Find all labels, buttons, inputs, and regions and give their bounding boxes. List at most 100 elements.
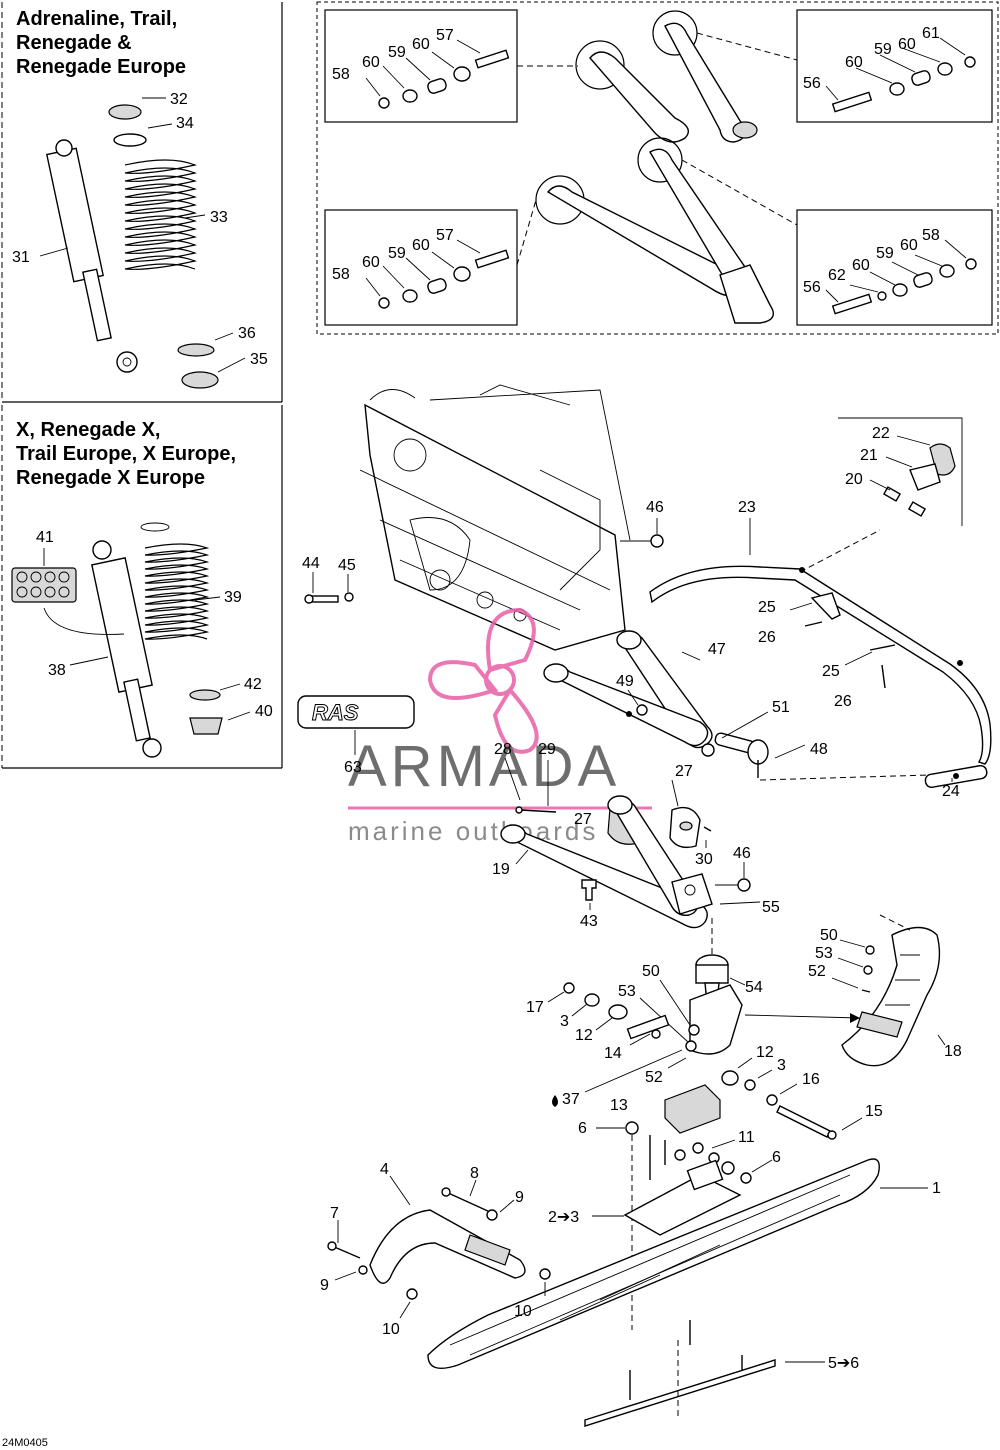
callout-1: 1 (932, 1180, 941, 1197)
clamp-21 (909, 463, 941, 491)
callout-box3-58: 58 (332, 266, 350, 283)
washer-9-lower (358, 1265, 368, 1275)
callout-6-left: 6 (578, 1120, 587, 1137)
callout-52-right: 52 (808, 963, 826, 980)
ski-1 (427, 1158, 880, 1369)
screws-20 (882, 486, 927, 517)
sway-bar-bushing-24 (924, 764, 988, 789)
nut-46-upper (650, 534, 664, 548)
callout-34: 34 (176, 115, 194, 132)
decal-63: RAS (297, 695, 415, 729)
callout-50-right: 50 (820, 927, 838, 944)
callout-box4-60b: 60 (900, 237, 918, 254)
bolt-8 (441, 1187, 491, 1213)
spring-33 (124, 159, 198, 270)
callout-42: 42 (244, 676, 262, 693)
nut-50-left (688, 1024, 700, 1036)
bushing-set-box-2 (831, 56, 976, 113)
header-top-line-1: Adrenaline, Trail, (16, 8, 177, 30)
bushing-set-box-4 (831, 258, 977, 315)
callout-4: 4 (380, 1161, 389, 1178)
spring-cup-35 (181, 371, 219, 389)
detail-box-3 (324, 209, 518, 326)
detail-box-1 (324, 9, 518, 123)
callout-38: 38 (48, 662, 66, 679)
callout-46-lower: 46 (733, 845, 751, 862)
callout-46-upper: 46 (646, 499, 664, 516)
shock-absorber-38 (91, 540, 162, 758)
callout-box1-60a: 60 (362, 54, 380, 71)
callout-box2-60b: 60 (898, 36, 916, 53)
upper-a-arm-47 (543, 630, 713, 749)
callout-25-upper: 25 (758, 599, 776, 616)
callout-26-upper: 26 (758, 629, 776, 646)
callout-12-left: 12 (575, 1027, 593, 1044)
callout-18: 18 (944, 1043, 962, 1060)
upper-arm-detail-frame (316, 1, 999, 335)
bushings-right (721, 1070, 837, 1140)
callout-7: 7 (330, 1205, 339, 1222)
a-arm-detail-lower (535, 137, 774, 324)
callout-box2-60a: 60 (845, 54, 863, 71)
nut-10-right (539, 1268, 551, 1280)
callout-63: 63 (344, 759, 362, 776)
bushings-left (563, 982, 670, 1040)
callout-35: 35 (250, 351, 268, 368)
callout-14: 14 (604, 1045, 622, 1062)
callout-box4-60a: 60 (852, 257, 870, 274)
callout-box4-56: 56 (803, 279, 821, 296)
bolt-44 (304, 594, 339, 604)
header-mid-line-3: Renegade X Europe (16, 467, 205, 489)
callout-box3-60a: 60 (362, 254, 380, 271)
callout-40: 40 (255, 703, 273, 720)
header-top-line-2: Renegade & (16, 32, 132, 54)
callout-3-right: 3 (777, 1057, 786, 1074)
grease-icon (552, 1095, 558, 1107)
decal-text: RAS (312, 700, 359, 725)
callout-25-lower: 25 (822, 663, 840, 680)
nut-46-lower (737, 878, 751, 892)
callout-52-left: 52 (645, 1069, 663, 1086)
callout-13: 13 (610, 1097, 628, 1114)
callout-box3-60b: 60 (412, 237, 430, 254)
callout-box3-59: 59 (388, 245, 406, 262)
stopper-27-right (669, 806, 701, 849)
header-mid-line-1: X, Renegade X, (16, 419, 161, 441)
callout-box1-60b: 60 (412, 36, 430, 53)
callout-9-upper: 9 (515, 1189, 524, 1206)
callout-50-left: 50 (642, 963, 660, 980)
front-frame (359, 384, 631, 651)
callout-12-right: 12 (756, 1044, 774, 1061)
spring-retainer-32 (108, 104, 142, 120)
callout-3-left: 3 (560, 1013, 569, 1030)
callout-27-left: 27 (574, 811, 592, 828)
callout-51: 51 (772, 699, 790, 716)
header-top-line-3: Renegade Europe (16, 56, 186, 78)
callout-17: 17 (526, 999, 544, 1016)
callout-box2-61: 61 (922, 25, 940, 42)
callout-55: 55 (762, 899, 780, 916)
watermark-brand: ARMADA (348, 734, 620, 799)
ski-bolts (649, 1135, 752, 1184)
bushing-set-box-3 (378, 249, 510, 309)
callout-box3-57: 57 (436, 227, 454, 244)
link-25-upper (810, 592, 841, 620)
callout-49: 49 (616, 673, 634, 690)
callout-23: 23 (738, 499, 756, 516)
cap-53-left (685, 1040, 697, 1052)
callout-box4-62: 62 (828, 267, 846, 284)
callout-15: 15 (865, 1103, 883, 1120)
callout-44: 44 (302, 555, 320, 572)
rubber-pad (664, 1084, 721, 1134)
callout-9-lower: 9 (320, 1277, 329, 1294)
callout-19: 19 (492, 861, 510, 878)
spring-cup-40 (189, 717, 223, 735)
left-panel-frame (1, 2, 283, 769)
nut-13 (625, 1121, 639, 1135)
runner-carbide (584, 1320, 776, 1427)
callout-41: 41 (36, 529, 54, 546)
spindle-bracket (689, 984, 743, 1055)
link-25-lower (869, 644, 896, 689)
callout-10-right: 10 (514, 1303, 532, 1320)
callout-8: 8 (470, 1165, 479, 1182)
